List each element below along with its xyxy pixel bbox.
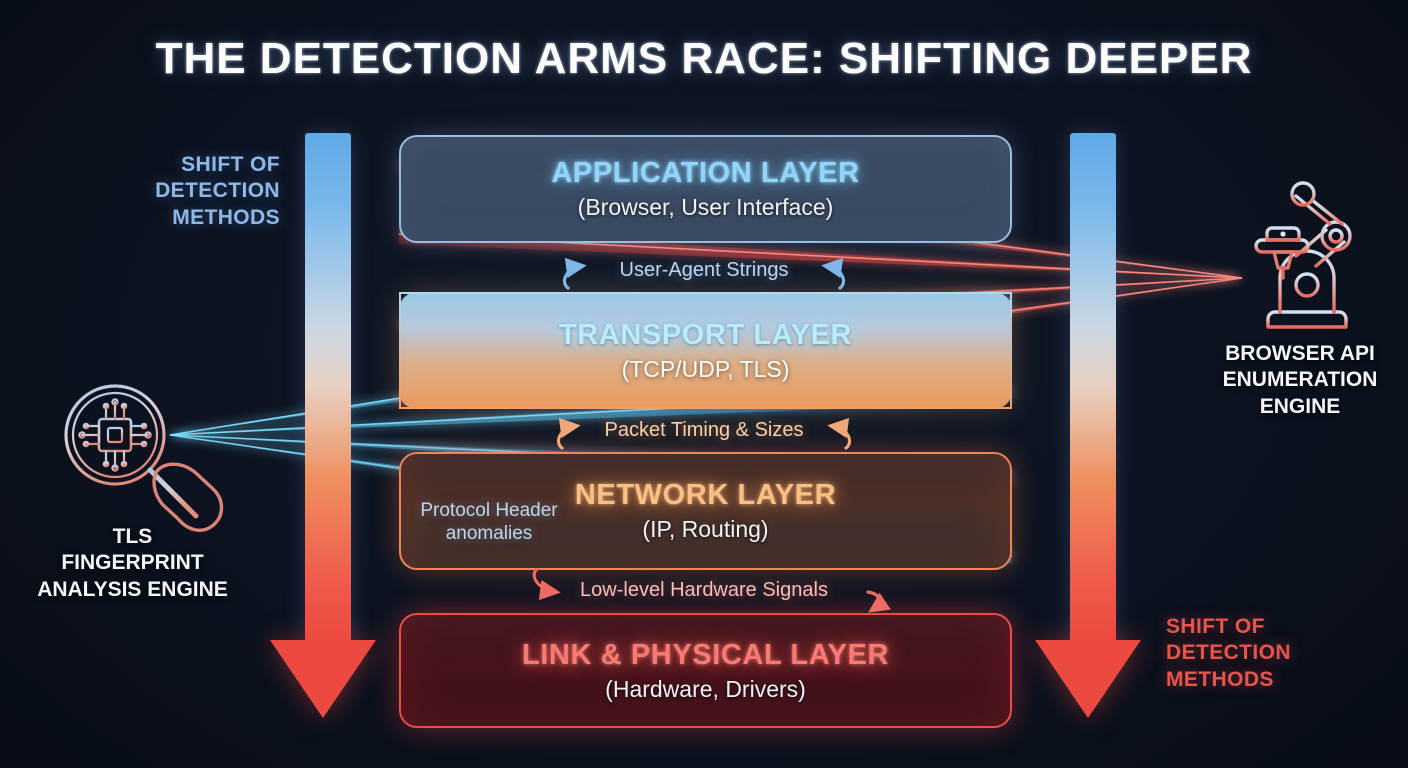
arrow-shaft xyxy=(305,133,351,643)
layer-subtitle: (Browser, User Interface) xyxy=(577,194,834,220)
layer-title: NETWORK LAYER xyxy=(574,479,837,511)
layer-box-network[interactable]: NETWORK LAYER (IP, Routing) xyxy=(399,452,1012,570)
magnifier-circuit-icon xyxy=(64,384,224,532)
layer-subtitle: (IP, Routing) xyxy=(642,516,769,542)
left-engine-caption: TLS FINGERPRINT ANALYSIS ENGINE xyxy=(37,525,228,601)
right-engine-caption: BROWSER API ENUMERATION ENGINE xyxy=(1222,342,1378,418)
layer-title: APPLICATION LAYER xyxy=(551,157,860,189)
layer-title: LINK & PHYSICAL LAYER xyxy=(521,638,890,671)
connector-label-packet-timing: Packet Timing & Sizes xyxy=(604,419,804,441)
robot-arm-icon xyxy=(1254,181,1352,329)
arrow-head xyxy=(1035,640,1141,718)
protocol-header-note: Protocol Header anomalies xyxy=(420,500,558,544)
shift-label-right: SHIFT OF DETECTION METHODS xyxy=(1166,615,1291,691)
shift-label-left: SHIFT OF DETECTION METHODS xyxy=(155,153,280,229)
arrow-head xyxy=(270,640,376,718)
page-title: THE DETECTION ARMS RACE: SHIFTING DEEPER xyxy=(155,34,1253,83)
arrow-shaft xyxy=(1070,133,1116,643)
layer-box-link-physical[interactable]: LINK & PHYSICAL LAYER (Hardware, Drivers… xyxy=(399,613,1012,728)
layer-box-application[interactable]: APPLICATION LAYER (Browser, User Interfa… xyxy=(399,135,1012,243)
connector-label-hardware-signals: Low-level Hardware Signals xyxy=(580,579,828,601)
layer-subtitle: (TCP/UDP, TLS) xyxy=(621,355,790,382)
layer-title: TRANSPORT LAYER xyxy=(558,318,853,351)
layer-subtitle: (Hardware, Drivers) xyxy=(605,675,806,702)
connector-label-user-agent: User-Agent Strings xyxy=(619,259,789,281)
layer-box-transport[interactable]: TRANSPORT LAYER (TCP/UDP, TLS) xyxy=(399,292,1012,409)
